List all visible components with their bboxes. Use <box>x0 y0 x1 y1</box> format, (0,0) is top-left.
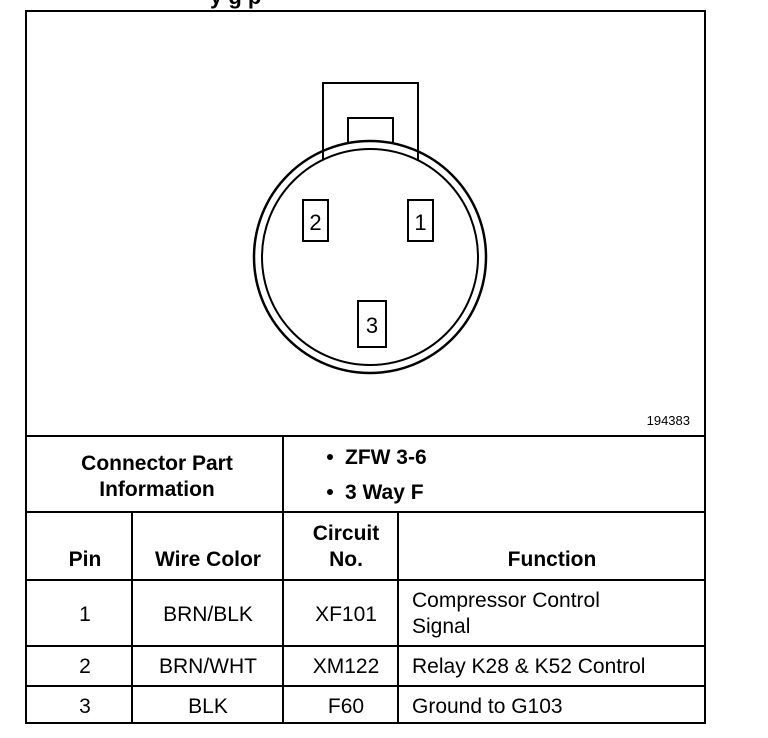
row-1-circuit: XF101 <box>315 603 377 626</box>
pin-1-label: 1 <box>414 210 426 235</box>
outer-frame <box>25 10 706 724</box>
header-fragment: y g p <box>210 0 261 9</box>
locking-tab-inner <box>347 117 394 150</box>
header-function: Function <box>508 548 597 571</box>
header-wire-color: Wire Color <box>155 548 261 571</box>
connector-body-inner <box>261 148 479 366</box>
row-1-function-1: Compressor Control <box>412 589 600 612</box>
connector-drawing: 2 1 3 <box>252 82 488 375</box>
connector-info-label-1: Connector Part <box>81 452 233 475</box>
row-3-circuit: F60 <box>328 695 364 718</box>
row-2-circuit: XM122 <box>313 655 380 678</box>
connector-info-item-2: 3 Way F <box>345 481 424 504</box>
row-3-pin: 3 <box>79 695 91 718</box>
row-3-function: Ground to G103 <box>412 695 563 718</box>
row-2-wire-color: BRN/WHT <box>159 655 257 678</box>
row-2-pin: 2 <box>79 655 91 678</box>
connector-info-bullet-1 <box>327 454 333 460</box>
connector-info-bullet-2 <box>327 489 333 495</box>
row-3-wire-color: BLK <box>188 695 228 718</box>
pin-3-label: 3 <box>366 313 378 338</box>
row-1-pin: 1 <box>79 603 91 626</box>
header-circuit-2: No. <box>329 548 363 571</box>
pin-1-cavity <box>407 199 434 242</box>
figure-number: 194383 <box>647 413 690 428</box>
header-pin: Pin <box>69 548 102 571</box>
row-2-function: Relay K28 & K52 Control <box>412 655 645 678</box>
pin-2-cavity <box>302 199 329 242</box>
connector-info-item-1: ZFW 3-6 <box>345 446 427 469</box>
row-1-function-2: Signal <box>412 615 470 638</box>
table-grid <box>26 435 705 723</box>
connector-info-label-2: Information <box>99 478 215 501</box>
pin-2-label: 2 <box>309 210 321 235</box>
pin-3-cavity <box>357 300 387 348</box>
row-1-wire-color: BRN/BLK <box>163 603 253 626</box>
locking-tab-join <box>322 148 419 160</box>
header-circuit-1: Circuit <box>313 522 380 545</box>
